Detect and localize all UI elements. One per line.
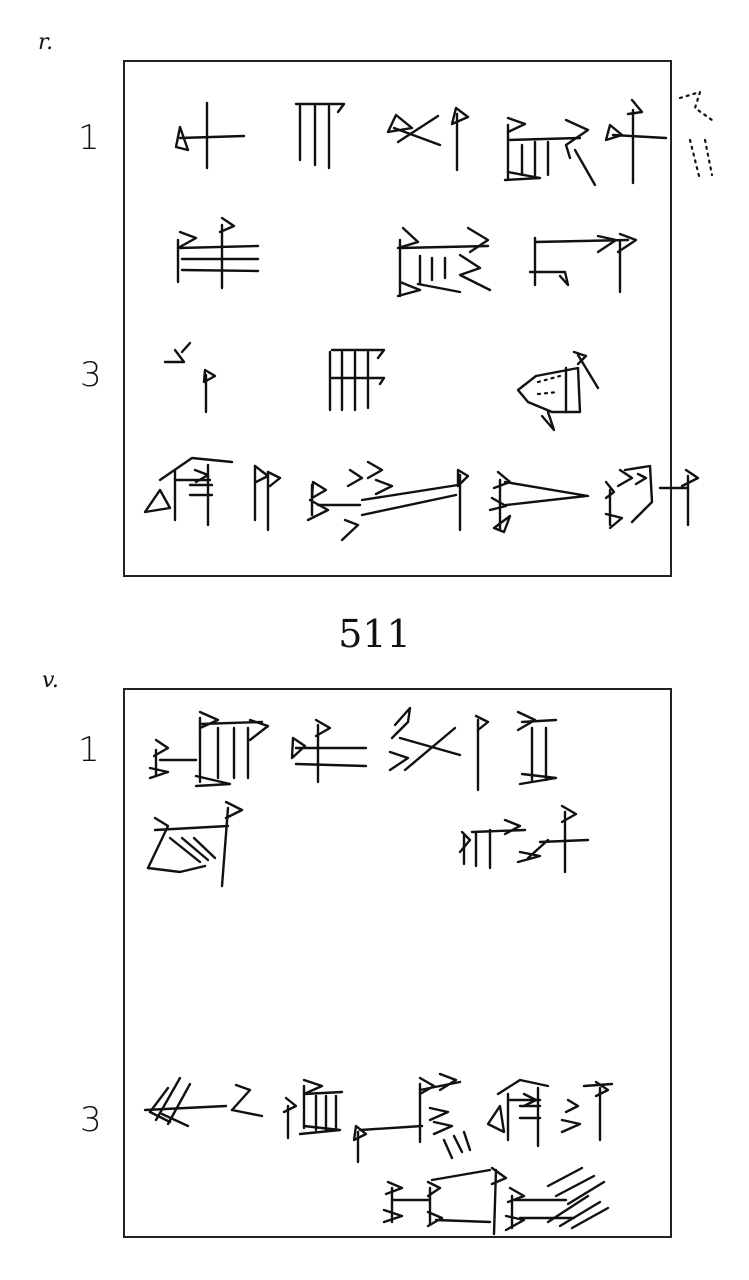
obverse-tablet-frame: [123, 60, 672, 577]
obverse-row4-signs: [143, 456, 700, 542]
reverse-side-label: v.: [42, 668, 59, 693]
reverse-tablet-frame: [123, 688, 672, 1238]
obverse-line-number-1: 1: [78, 118, 100, 158]
obverse-row3-signs: [163, 341, 600, 432]
reverse-cuneiform-drawing: [143, 706, 614, 1236]
reverse-row4-signs: [382, 1166, 610, 1236]
reverse-row2-signs: [146, 800, 590, 888]
catalogue-number: 511: [338, 612, 411, 656]
obverse-row1-signs: [174, 90, 714, 187]
obverse-cuneiform-drawing: [143, 90, 714, 542]
reverse-line-number-1: 1: [78, 730, 100, 770]
obverse-line-number-3: 3: [80, 355, 102, 395]
reverse-line-number-3: 3: [80, 1100, 102, 1140]
obverse-side-label: r.: [38, 30, 54, 55]
reverse-row1-signs: [148, 706, 558, 792]
reverse-row3-signs: [143, 1072, 614, 1164]
obverse-row2-signs: [176, 216, 638, 298]
